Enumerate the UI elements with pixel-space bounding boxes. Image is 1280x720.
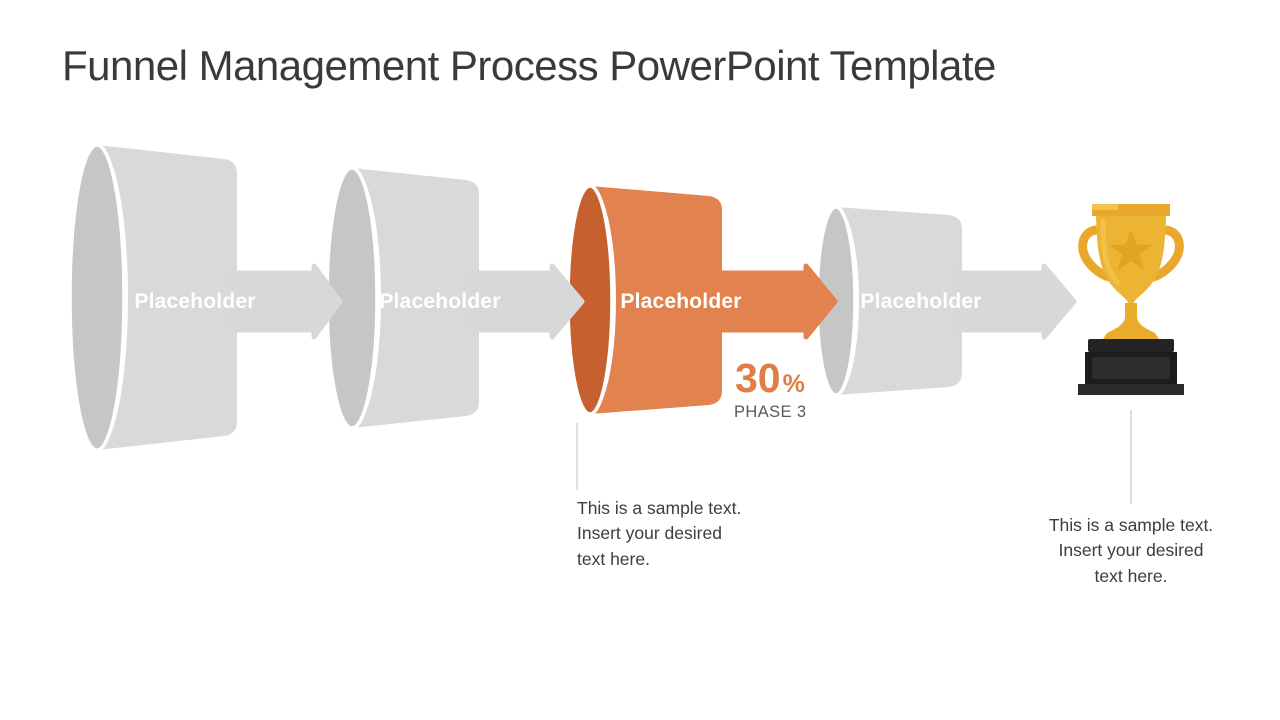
trophy-stem xyxy=(1125,303,1137,318)
trophy-base-panel xyxy=(1092,357,1170,379)
trophy-base-tier xyxy=(1088,339,1174,352)
arrow-2-icon xyxy=(471,263,585,340)
stage-3-label: Placeholder xyxy=(620,290,742,313)
trophy-stem-flare xyxy=(1103,316,1159,339)
trophy-handle-left xyxy=(1078,225,1114,282)
trophy-star-icon xyxy=(1109,229,1153,271)
funnel-body-4 xyxy=(836,207,962,395)
stage-1-label: Placeholder xyxy=(134,290,256,313)
trophy-note: This is a sample text. Insert your desir… xyxy=(1048,515,1214,586)
trophy-handle-right xyxy=(1148,225,1184,282)
arrow-1-icon xyxy=(230,263,343,340)
stage-3-phase-label: PHASE 3 xyxy=(734,403,807,421)
funnel-cap-1 xyxy=(68,143,126,452)
stage-2-label: Placeholder xyxy=(379,290,501,313)
trophy-base-slab xyxy=(1078,384,1184,395)
stage-3-percentage: 30 % xyxy=(735,358,805,399)
trophy-icon xyxy=(1078,204,1184,395)
percent-value: 30 xyxy=(735,355,781,401)
slide-title: Funnel Management Process PowerPoint Tem… xyxy=(62,42,996,89)
funnel-body-1 xyxy=(97,145,237,450)
arrow-4-icon xyxy=(953,263,1077,340)
funnel-stage-3 xyxy=(566,184,722,416)
trophy-cup-highlight xyxy=(1100,218,1120,285)
percent-sign: % xyxy=(782,370,805,398)
stage-4-label: Placeholder xyxy=(860,290,982,313)
funnel-stage-1 xyxy=(68,143,237,452)
funnel-body-2 xyxy=(352,168,479,428)
trophy-rim-tab xyxy=(1092,204,1118,210)
arrow-3-icon xyxy=(713,263,838,340)
funnel-body-3 xyxy=(590,186,722,414)
stage-3-note: This is a sample text. Insert your desir… xyxy=(577,498,742,569)
